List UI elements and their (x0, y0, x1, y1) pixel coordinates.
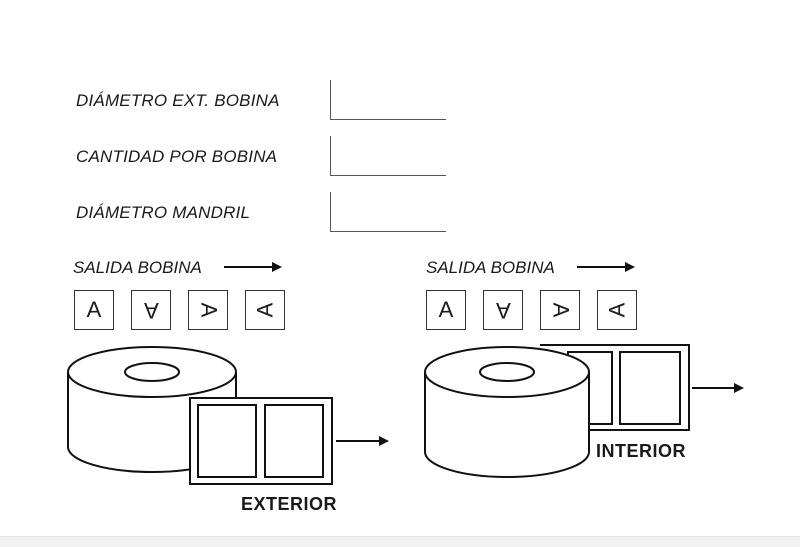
exterior-mode-label: EXTERIOR (241, 494, 338, 514)
bottom-divider (0, 536, 800, 547)
exterior-orientation-0[interactable]: A (74, 290, 114, 330)
interior-orientation-270[interactable]: A (597, 290, 637, 330)
interior-orientation-0[interactable]: A (426, 290, 466, 330)
exterior-orientation-180[interactable]: A (131, 290, 171, 330)
interior-orientation-90[interactable]: A (540, 290, 580, 330)
field-label-diametro-ext: DIÁMETRO EXT. BOBINA (76, 91, 280, 110)
interior-roll (424, 346, 590, 478)
orientation-letter: A (438, 297, 454, 322)
interior-mode-label: INTERIOR (596, 441, 687, 461)
exterior-labels-strip (189, 397, 333, 485)
orientation-letter: A (86, 297, 102, 322)
exterior-orientation-270[interactable]: A (245, 290, 285, 330)
exterior-roll (67, 346, 237, 473)
cantidad-input[interactable] (330, 136, 446, 176)
exterior-salida-label: SALIDA BOBINA (73, 258, 202, 277)
exterior-orientation-90[interactable]: A (188, 290, 228, 330)
field-label-cantidad: CANTIDAD POR BOBINA (76, 147, 278, 166)
diametro-ext-input[interactable] (330, 80, 446, 120)
interior-salida-label: SALIDA BOBINA (426, 258, 555, 277)
field-label-diametro-mandril: DIÁMETRO MANDRIL (76, 203, 251, 222)
diametro-mandril-input[interactable] (330, 192, 446, 232)
interior-orientation-180[interactable]: A (483, 290, 523, 330)
